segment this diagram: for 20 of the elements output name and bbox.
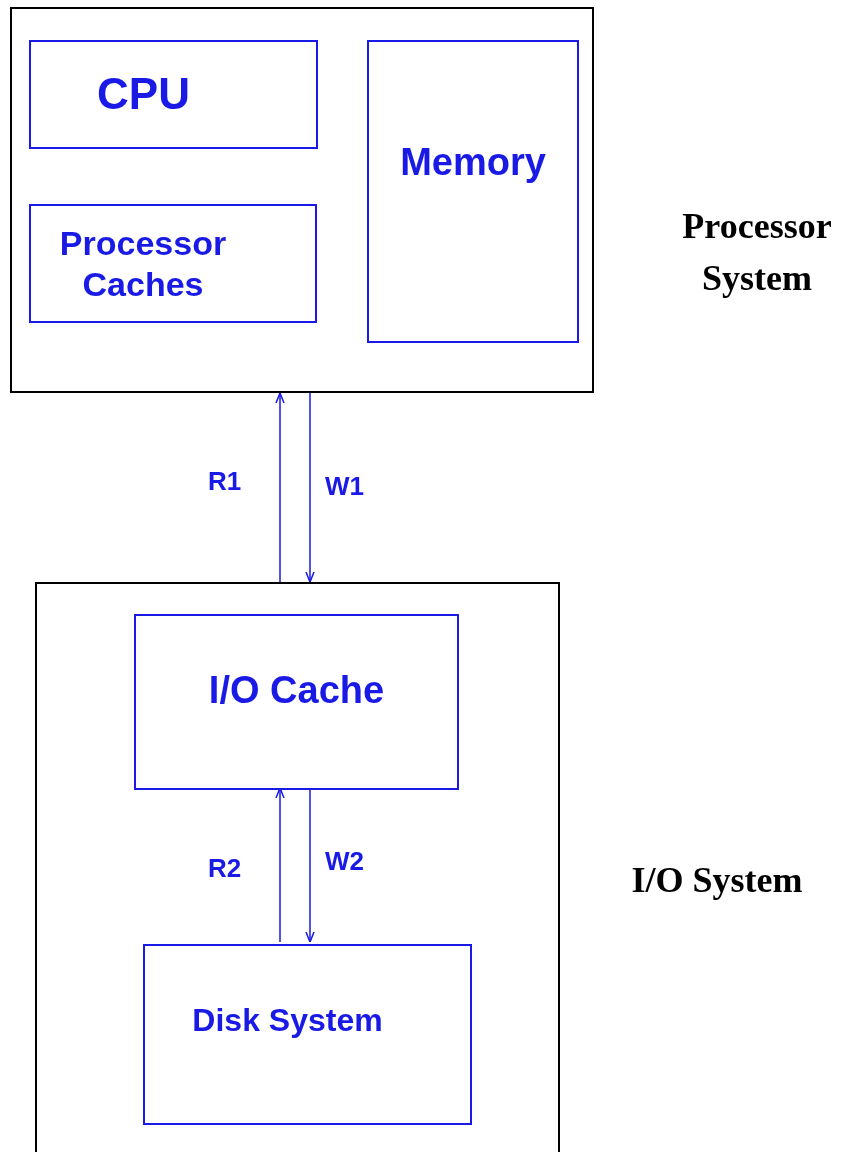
- component-box: [143, 944, 472, 1125]
- component-box: [29, 204, 317, 323]
- box-label: CPU: [97, 68, 191, 121]
- arrow: [305, 392, 315, 583]
- arrow: [275, 787, 285, 943]
- component-box: [29, 40, 318, 149]
- box-label: I/O Cache: [208, 668, 385, 714]
- box-label: Processor Caches: [58, 222, 228, 305]
- arrow: [275, 392, 285, 583]
- box-label: Memory: [400, 140, 546, 185]
- arrow: [305, 787, 315, 943]
- component-box: [367, 40, 579, 343]
- edge-label: R1: [208, 468, 242, 494]
- edge-label: R2: [208, 855, 242, 881]
- box-label: Disk System: [192, 1001, 384, 1041]
- edge-label: W1: [325, 473, 364, 499]
- system-heading: Processor System: [681, 205, 833, 301]
- system-heading: I/O System: [630, 859, 804, 902]
- component-box: [134, 614, 459, 790]
- edge-label: W2: [325, 848, 364, 874]
